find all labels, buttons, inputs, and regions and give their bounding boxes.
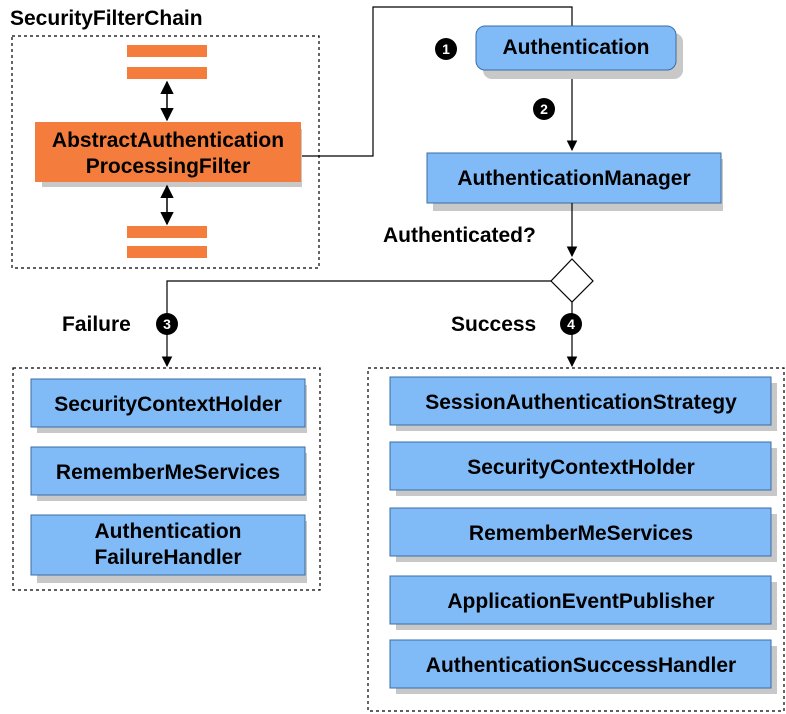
success-remember-me-services-box — [389, 507, 772, 557]
application-event-publisher-label: ApplicationEventPublisher — [447, 590, 714, 613]
authentication-label: Authentication — [503, 36, 650, 59]
authentication-box — [475, 25, 677, 71]
failure-handler-label-line1: Authentication — [95, 520, 242, 543]
authenticated-question: Authenticated? — [383, 224, 536, 247]
authentication-failure-handler-box — [30, 514, 306, 576]
authentication-success-handler-box — [389, 639, 772, 689]
filter-label-line2: ProcessingFilter — [86, 155, 251, 178]
step-3-badge — [156, 313, 178, 335]
abstract-authentication-processing-filter — [35, 122, 301, 182]
step-1-badge — [435, 38, 457, 60]
authentication-manager-box — [426, 152, 722, 204]
success-security-context-holder-label: SecurityContextHolder — [467, 456, 695, 479]
step-3-number: 3 — [163, 316, 171, 332]
session-authentication-strategy-box — [389, 376, 772, 426]
filter-bar — [127, 226, 207, 238]
success-security-context-holder-box — [389, 441, 772, 491]
failure-branch-arrow — [161, 280, 551, 368]
failure-remember-me-services-label: RememberMeServices — [56, 461, 280, 484]
application-event-publisher-box — [389, 575, 772, 625]
filter-chain-title: SecurityFilterChain — [10, 7, 203, 30]
failure-remember-me-services-box — [30, 446, 306, 496]
step-1-number: 1 — [442, 41, 450, 57]
authenticated-decision-diamond — [550, 258, 594, 303]
step-4-number: 4 — [567, 316, 575, 332]
authentication-manager-label: AuthenticationManager — [457, 167, 690, 190]
failure-security-context-holder-box — [30, 378, 306, 428]
filter-label-line1: AbstractAuthentication — [52, 129, 284, 152]
success-label: Success — [451, 313, 536, 336]
filter-chain-group — [11, 35, 320, 269]
success-remember-me-services-label: RememberMeServices — [469, 522, 693, 545]
filter-bar — [127, 67, 207, 79]
authentication-success-handler-label: AuthenticationSuccessHandler — [426, 654, 736, 677]
session-authentication-strategy-label: SessionAuthenticationStrategy — [425, 391, 737, 414]
filter-bar — [127, 45, 207, 57]
failure-handler-label-line2: FailureHandler — [94, 546, 241, 569]
step-2-number: 2 — [540, 101, 548, 117]
success-handlers-group — [367, 367, 785, 712]
step-4-badge — [560, 313, 582, 335]
step-2-badge — [533, 98, 555, 120]
failure-security-context-holder-label: SecurityContextHolder — [54, 393, 282, 416]
failure-label: Failure — [62, 313, 131, 336]
filter-bar — [127, 246, 207, 258]
